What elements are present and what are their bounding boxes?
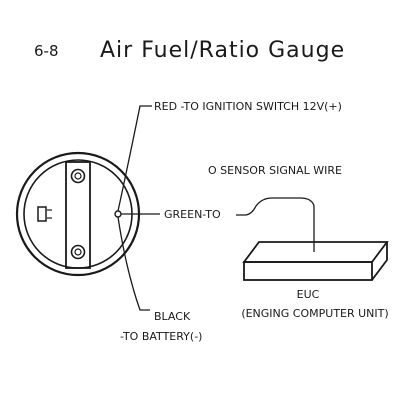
gauge-back-icon xyxy=(15,151,141,277)
ecu-box-icon xyxy=(242,241,389,281)
lamp-socket-icon xyxy=(37,206,52,222)
red-wire-leader xyxy=(117,105,152,212)
red-wire-label: RED -TO IGNITION SWITCH 12V(+) xyxy=(154,100,342,113)
section-number: 6-8 xyxy=(34,42,59,60)
ecu-label: EUC xyxy=(297,288,320,301)
sensor-wire xyxy=(236,197,315,252)
green-wire-label: GREEN-TO xyxy=(164,208,221,221)
page-title: Air Fuel/Ratio Gauge xyxy=(100,38,345,63)
black-wire-label: BLACK xyxy=(154,310,191,323)
sensor-signal-label: O SENSOR SIGNAL WIRE xyxy=(208,164,342,177)
ecu-full-label: (ENGING COMPUTER UNIT) xyxy=(241,307,388,320)
battery-label: -TO BATTERY(-) xyxy=(120,330,202,343)
black-wire-leader xyxy=(117,216,150,311)
screw-terminal-icon xyxy=(70,168,86,260)
